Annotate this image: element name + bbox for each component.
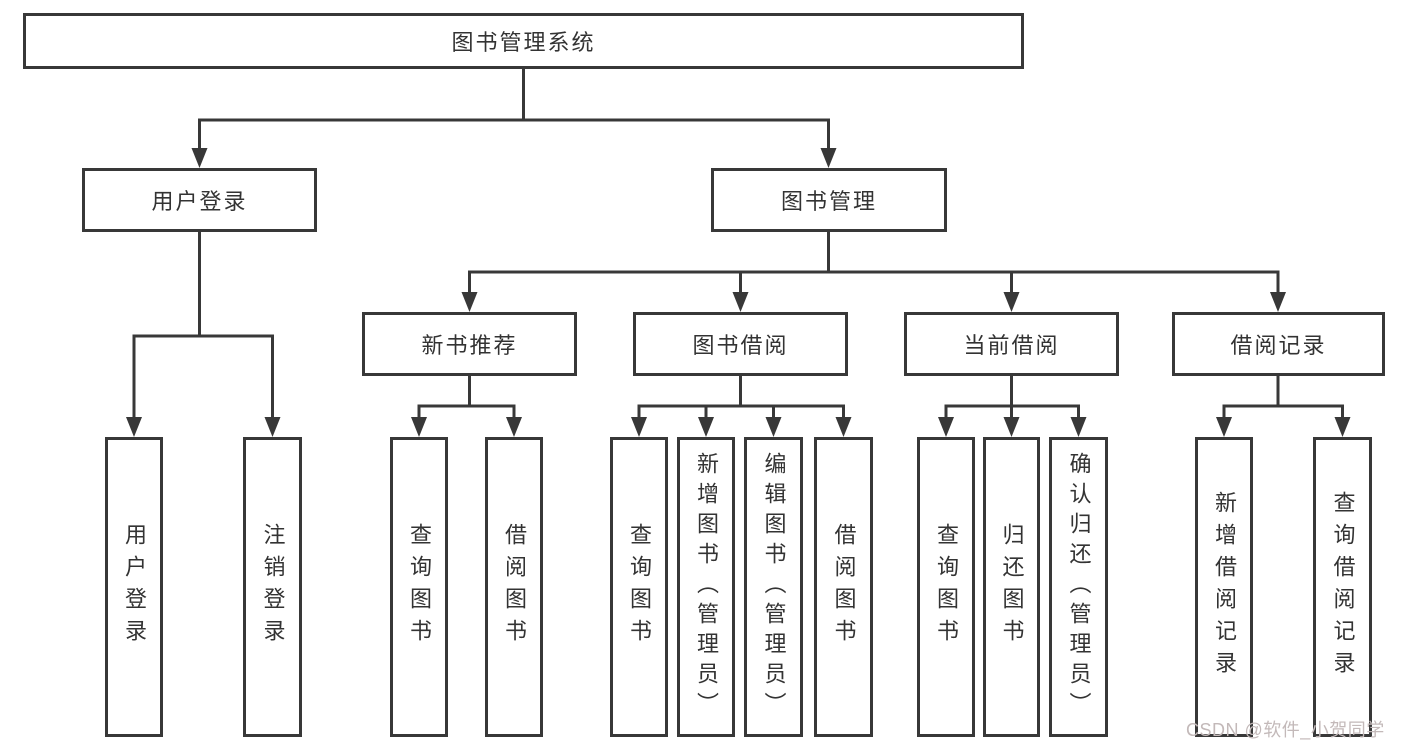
node-new-book-recommend: 新书推荐 [362,312,577,376]
leaf-borrow-books-recommend: 借阅图书 [485,437,543,737]
leaf-logout: 注销登录 [243,437,302,737]
leaf-confirm-return-admin: 确认归还（管理员） [1049,437,1108,737]
leaf-query-borrow-record: 查询借阅记录 [1313,437,1372,737]
arrowheads [126,148,1351,437]
leaf-user-login: 用户登录 [105,437,163,737]
node-borrowing-records: 借阅记录 [1172,312,1385,376]
leaf-edit-books-admin: 编辑图书（管理员） [744,437,803,737]
leaf-query-books-current: 查询图书 [917,437,975,737]
node-book-management: 图书管理 [711,168,947,232]
node-user-login: 用户登录 [82,168,317,232]
node-book-borrowing: 图书借阅 [633,312,848,376]
csdn-watermark: CSDN @软件_小贺同学 [1186,720,1385,740]
leaf-query-books-borrowing: 查询图书 [610,437,668,737]
leaf-query-books-recommend: 查询图书 [390,437,448,737]
leaf-borrow-books-borrowing: 借阅图书 [814,437,873,737]
leaf-return-books: 归还图书 [983,437,1040,737]
node-current-borrowing: 当前借阅 [904,312,1119,376]
leaf-add-borrow-record: 新增借阅记录 [1195,437,1253,737]
leaf-add-books-admin: 新增图书（管理员） [677,437,735,737]
node-library-management-system: 图书管理系统 [23,13,1024,69]
